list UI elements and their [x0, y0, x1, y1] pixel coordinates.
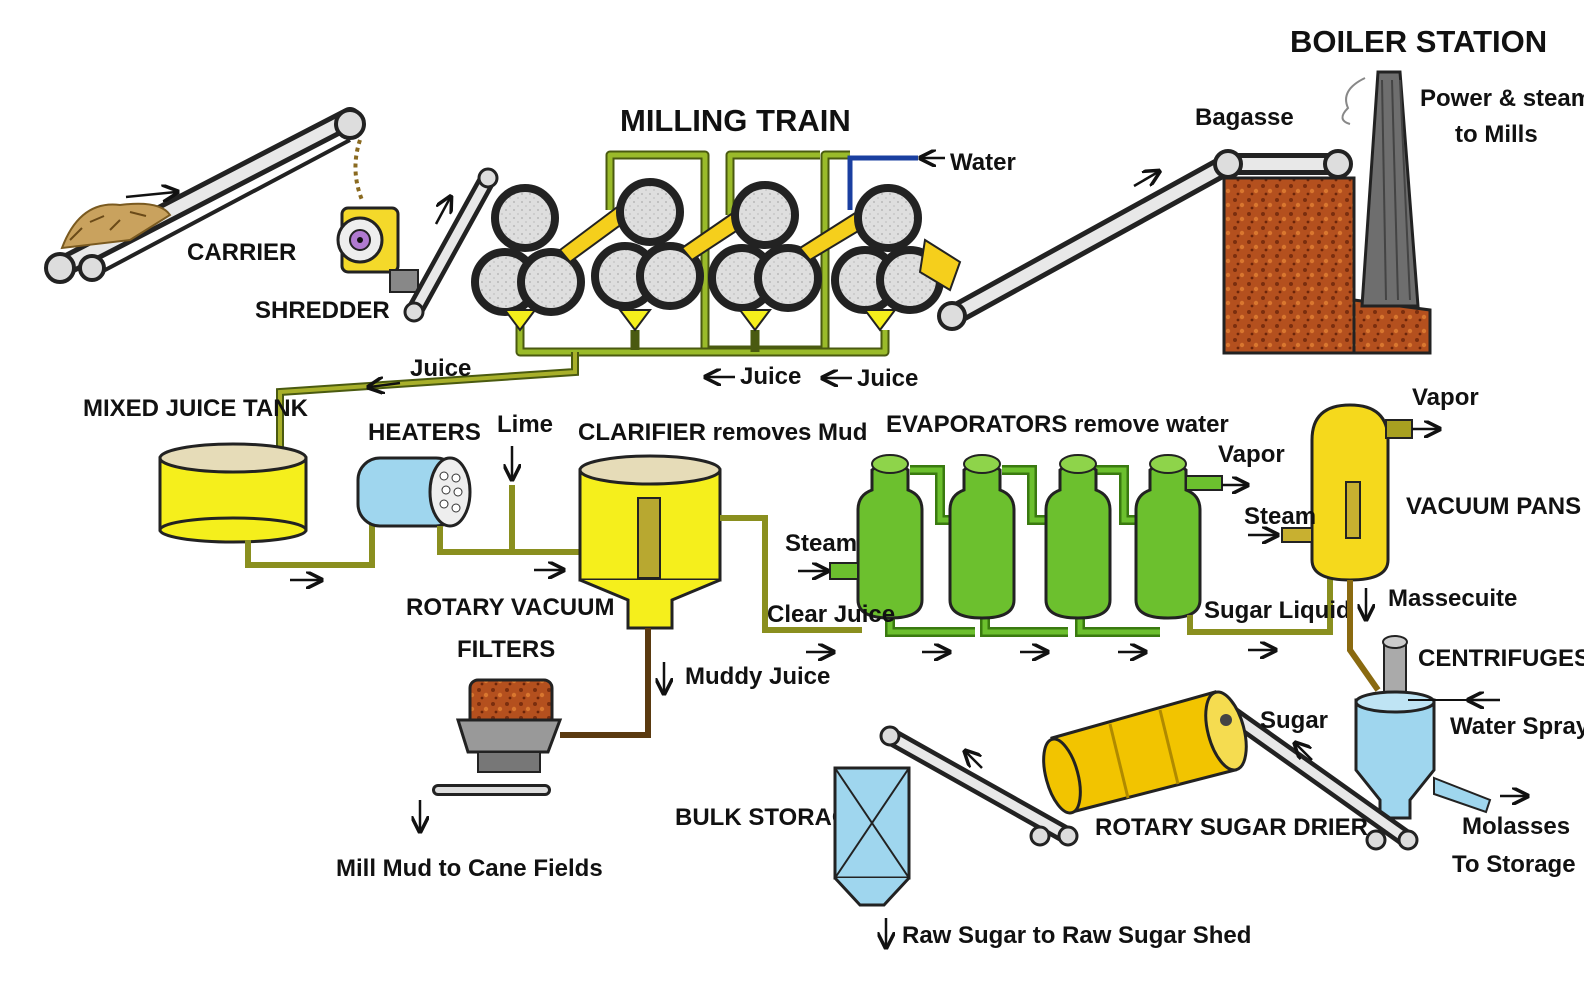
centrifuge: [1354, 635, 1492, 820]
shredder: [336, 206, 419, 293]
centrifuges-label: CENTRIFUGES: [1418, 645, 1584, 672]
incline-conveyor: [403, 167, 499, 323]
incline-arrow: [434, 198, 450, 225]
sugar-liquid-pipe: [1187, 570, 1333, 635]
storage-conveyor: [879, 725, 1079, 847]
juice-arrow-1: [370, 383, 401, 387]
vapor-label-2: Vapor: [1412, 384, 1479, 411]
muddy-juice-label: Muddy Juice: [685, 663, 830, 690]
raw-sugar-label: Raw Sugar to Raw Sugar Shed: [902, 922, 1251, 949]
evaporator-2: [948, 454, 1016, 620]
mixed-juice-tank: [158, 442, 308, 544]
rotary-vacuum-filter: [432, 678, 563, 796]
sugar-liquid-label: Sugar Liquid: [1204, 597, 1351, 624]
boiler-chimney: [1341, 70, 1420, 308]
storage-arrow: [966, 752, 983, 769]
evaporators-label: EVAPORATORS remove water: [886, 411, 1229, 438]
mill-3: [708, 181, 822, 332]
heater: [356, 456, 472, 528]
bagasse-arrow: [1133, 172, 1158, 188]
evaporator-4: [1134, 454, 1202, 620]
boiler-station-title: BOILER STATION: [1290, 24, 1547, 59]
carrier-arrow: [125, 192, 176, 197]
bagasse-label: Bagasse: [1195, 104, 1294, 131]
molasses-label: Molasses: [1462, 813, 1570, 840]
milling-train-title: MILLING TRAIN: [620, 103, 851, 138]
vacuum-pans-label: VACUUM PANS: [1406, 493, 1581, 520]
sugar-conveyor: [1219, 703, 1419, 851]
water-label: Water: [950, 149, 1016, 176]
muddy-juice-pipe: [560, 628, 651, 738]
steam-label-2: Steam: [1244, 503, 1316, 530]
evaporator-vapor-outlet: [1185, 475, 1223, 491]
mill-mud-label: Mill Mud to Cane Fields: [336, 855, 603, 882]
bagasse-pile: [1222, 176, 1432, 355]
falling-cane: [353, 139, 364, 201]
bulk-storage-bin: [833, 766, 911, 907]
carrier-label: CARRIER: [187, 239, 296, 266]
water-pipe: [847, 155, 918, 210]
water-spray-label: Water Spray: [1450, 713, 1584, 740]
juice-label-2: Juice: [740, 363, 801, 390]
juice-label-3: Juice: [857, 365, 918, 392]
lime-label: Lime: [497, 411, 553, 438]
vapor-label-1: Vapor: [1218, 441, 1285, 468]
mill-2: [591, 178, 704, 332]
clear-juice-pipe: [720, 515, 862, 633]
molasses-label-2: To Storage: [1452, 851, 1576, 878]
heater-to-clarifier-pipe: [437, 526, 580, 555]
massecuite-pipe: [1347, 580, 1381, 692]
sugar-label: Sugar: [1260, 707, 1328, 734]
evaporator-pipes: [885, 465, 1160, 637]
evaporator-1: [856, 454, 924, 620]
tank-to-heater-pipe: [245, 520, 375, 568]
evaporator-3: [1044, 454, 1112, 620]
shredder-label: SHREDDER: [255, 297, 390, 324]
mill-4: [831, 184, 962, 332]
steam-label-1: Steam: [785, 530, 857, 557]
rotary-sugar-drier-label: ROTARY SUGAR DRIER: [1095, 814, 1368, 841]
cane-pile: [60, 202, 172, 250]
power-steam-label-2: to Mills: [1455, 121, 1538, 148]
rotary-vacuum-label-2: FILTERS: [457, 636, 555, 663]
juice-label-1: Juice: [410, 355, 471, 382]
evaporator-steam-inlet: [829, 562, 859, 580]
heaters-label: HEATERS: [368, 419, 481, 446]
rotary-sugar-drier: [1042, 690, 1248, 815]
rotary-vacuum-label: ROTARY VACUUM: [406, 594, 614, 621]
milling-juice-pipes: [515, 150, 890, 357]
mill-1: [471, 184, 585, 332]
clarifier-label: CLARIFIER removes Mud: [578, 419, 867, 446]
vacuum-pan: [1281, 403, 1413, 582]
massecuite-label: Massecuite: [1388, 585, 1517, 612]
power-steam-label: Power & steam: [1420, 85, 1584, 112]
mixed-juice-tank-label: MIXED JUICE TANK: [83, 395, 309, 422]
sugar-arrow: [1296, 744, 1313, 761]
clear-juice-label: Clear Juice: [767, 601, 895, 628]
